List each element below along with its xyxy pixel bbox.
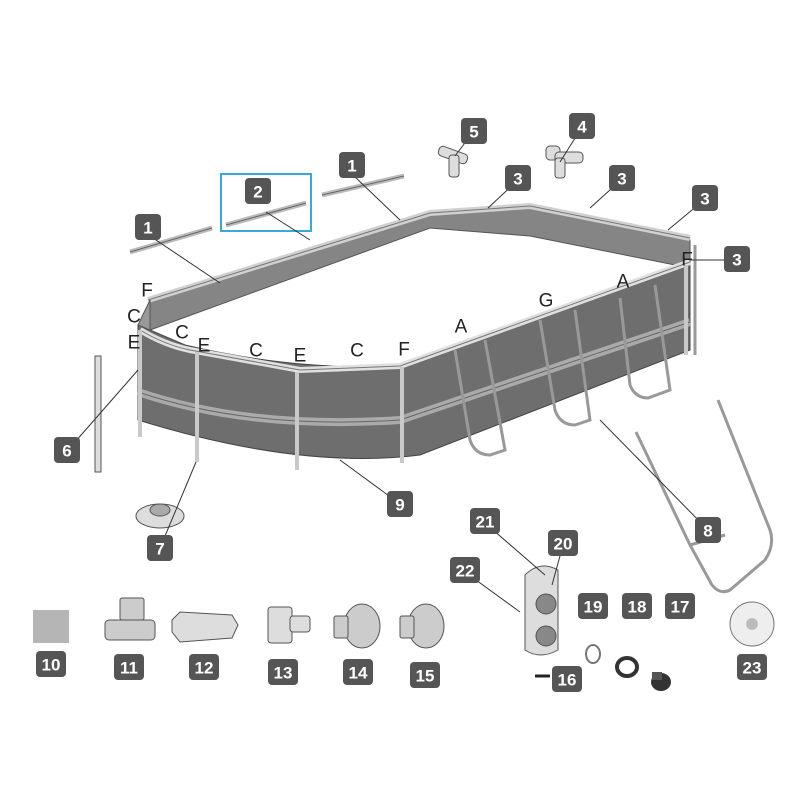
badge-label: 3	[617, 170, 626, 189]
badge-label: 22	[456, 562, 475, 581]
badge-label: 21	[476, 513, 495, 532]
badge-label: 3	[513, 170, 522, 189]
badge-label: 11	[120, 659, 138, 678]
part-o-ring-19[interactable]	[585, 644, 601, 664]
badge-part-p15[interactable]: 15	[410, 662, 440, 688]
badge-label: 19	[584, 598, 603, 617]
badge-part-p4[interactable]: 4	[569, 113, 595, 139]
badge-label: 16	[558, 671, 577, 690]
badge-part-p17[interactable]: 17	[665, 593, 695, 619]
installed-ladder	[453, 284, 672, 457]
part-gasket-18[interactable]	[615, 656, 639, 678]
badge-part-p10[interactable]: 10	[36, 651, 66, 677]
badge-label: 15	[416, 667, 435, 686]
badge-part-p19[interactable]: 19	[578, 593, 608, 619]
badge-part-p22[interactable]: 22	[450, 557, 480, 583]
badge-part-p16[interactable]: 16	[552, 666, 582, 692]
badge-part-p20[interactable]: 20	[548, 530, 578, 556]
letter-E3: E	[294, 346, 307, 367]
part-rail-1a[interactable]	[129, 225, 213, 255]
part-cap-12[interactable]	[171, 611, 239, 643]
badge-label: 14	[349, 664, 368, 683]
part-valve-11[interactable]	[104, 597, 156, 641]
badge-label: 17	[671, 598, 690, 617]
badge-part-p3d[interactable]: 3	[724, 246, 750, 272]
badge-label: 5	[469, 123, 478, 142]
badge-part-p14[interactable]: 14	[343, 659, 373, 685]
badge-part-p1b[interactable]: 1	[339, 152, 365, 178]
badge-part-p8[interactable]: 8	[695, 517, 721, 543]
letter-C3: C	[249, 341, 263, 362]
badge-label: 20	[554, 535, 573, 554]
badge-part-p13[interactable]: 13	[268, 659, 298, 685]
part-drain-plug-17[interactable]	[651, 672, 671, 691]
badge-part-p1a[interactable]: 1	[135, 214, 161, 240]
part-leg-6[interactable]	[94, 355, 102, 473]
badge-label: 18	[628, 598, 647, 617]
letter-C1: C	[127, 307, 141, 328]
part-plunger-valve-13[interactable]	[267, 606, 311, 644]
letter-A2: A	[617, 272, 630, 293]
badge-part-p7[interactable]: 7	[147, 535, 173, 561]
part-t-connector-5[interactable]	[437, 145, 469, 178]
letter-G1: G	[539, 291, 554, 312]
badge-part-p23[interactable]: 23	[737, 654, 767, 680]
part-liner-swatch-10[interactable]	[33, 610, 69, 643]
badge-part-p2[interactable]: 2	[245, 178, 271, 204]
badge-label: 10	[42, 656, 61, 675]
badge-part-p11[interactable]: 11	[114, 654, 144, 680]
badge-part-p9[interactable]: 9	[387, 491, 413, 517]
part-strainer-15[interactable]	[399, 603, 445, 649]
badge-part-p12[interactable]: 12	[189, 654, 219, 680]
part-strainer-14[interactable]	[333, 603, 381, 649]
selected-part-highlight-box[interactable]	[220, 173, 312, 232]
badge-label: 8	[703, 522, 712, 541]
letter-A1: A	[455, 317, 468, 338]
part-cover-23[interactable]	[729, 601, 775, 647]
badge-label: 13	[274, 664, 293, 683]
badge-part-p18[interactable]: 18	[622, 593, 652, 619]
letter-C2: C	[175, 323, 189, 344]
badge-label: 1	[347, 157, 356, 176]
part-t-connector-4[interactable]	[545, 145, 584, 179]
badge-label: 2	[253, 183, 262, 202]
letter-C4: C	[350, 341, 364, 362]
badge-label: 7	[155, 540, 164, 559]
badge-part-p3a[interactable]: 3	[505, 165, 531, 191]
badge-label: 3	[700, 190, 709, 209]
badge-label: 6	[62, 442, 71, 461]
pool-assembly	[136, 202, 697, 470]
pool-legs	[138, 265, 688, 470]
badge-label: 1	[143, 219, 152, 238]
letter-E2: E	[198, 336, 211, 357]
part-pump-housing-20-22[interactable]	[524, 565, 559, 656]
part-rail-1b[interactable]	[321, 173, 405, 198]
badge-label: 12	[195, 659, 214, 678]
letter-F3: F	[681, 250, 693, 271]
part-ladder-8[interactable]	[634, 399, 774, 594]
letter-F1: F	[141, 281, 153, 302]
letter-F2: F	[398, 340, 410, 361]
part-rail-2[interactable]	[225, 200, 307, 228]
badge-part-p5[interactable]: 5	[461, 118, 487, 144]
badge-label: 4	[577, 118, 587, 137]
badge-part-p3c[interactable]: 3	[692, 185, 718, 211]
badge-part-p6[interactable]: 6	[54, 437, 80, 463]
badge-part-p3b[interactable]: 3	[609, 165, 635, 191]
letter-E1: E	[128, 333, 141, 354]
badge-label: 23	[743, 659, 762, 678]
part-foot-cap-7[interactable]	[135, 503, 185, 529]
badge-label: 3	[732, 251, 741, 270]
connector-letters: F C E C E C E C F A G A F	[127, 250, 693, 367]
badge-part-p21[interactable]: 21	[470, 508, 500, 534]
badge-label: 9	[395, 496, 404, 515]
